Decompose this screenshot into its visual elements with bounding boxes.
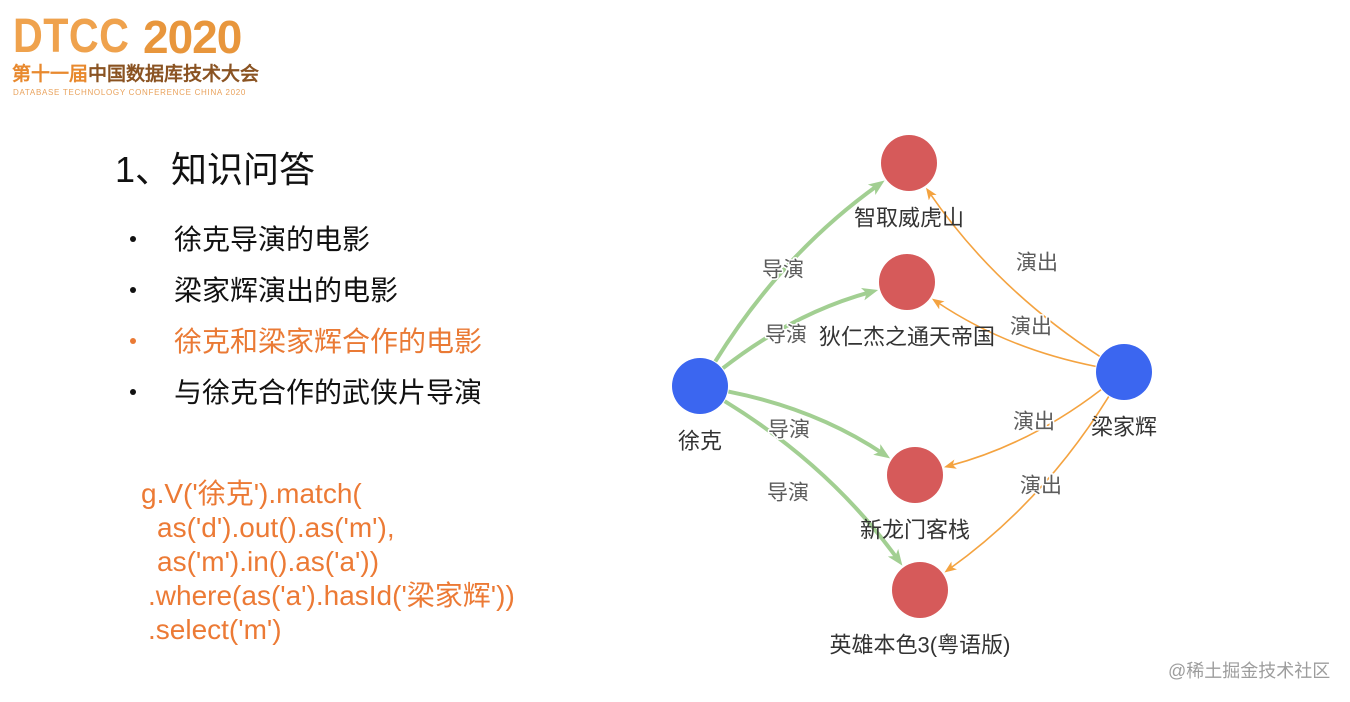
graph-node-circle [672, 358, 728, 414]
logo-year: 2020 [143, 11, 242, 63]
edge-label: 演出 [1013, 411, 1055, 434]
graph-node-circle [892, 562, 948, 618]
code-line: .select('m') [148, 614, 282, 645]
graph-edge [721, 288, 879, 370]
bullet-text: 徐克和梁家辉合作的电影 [174, 326, 483, 357]
logo-dtcc: DTCC [13, 10, 130, 63]
graph-node-label: 智取威虎山 [854, 206, 964, 231]
code-line: as('d').out().as('m'), [157, 512, 395, 543]
graph-edge [713, 180, 885, 363]
graph-edge [944, 396, 1110, 573]
code-line: as('m').in().as('a')) [157, 546, 380, 577]
graph-node: 徐克 [672, 358, 728, 454]
bullet-item: 徐克导演的电影 [130, 214, 482, 265]
edge-label: 导演 [765, 324, 807, 347]
slide-title: 1、知识问答 [115, 149, 316, 190]
edge-label: 演出 [1010, 316, 1052, 339]
graph-node: 梁家辉 [1091, 344, 1157, 440]
edge-label: 导演 [767, 482, 809, 505]
edge-label: 导演 [768, 419, 810, 442]
edge-label: 导演 [762, 259, 804, 282]
graph-node-label: 徐克 [678, 429, 722, 454]
bullet-item: 与徐克合作的武侠片导演 [130, 367, 483, 418]
bullet-dot [130, 236, 136, 242]
bullet-item: 梁家辉演出的电影 [130, 265, 482, 316]
code-line: g.V('徐克').match( [141, 478, 362, 509]
watermark: @稀土掘金技术社区 [1168, 661, 1331, 681]
graph-node-circle [887, 447, 943, 503]
graph-node: 狄仁杰之通天帝国 [819, 254, 995, 350]
bullet-dot [130, 389, 136, 395]
logo-tagline: DATABASE TECHNOLOGY CONFERENCE CHINA 202… [13, 88, 247, 97]
logo-edition: 第十一届 [12, 64, 89, 85]
graph-node-circle [879, 254, 935, 310]
graph-node-label: 英雄本色3(粤语版) [830, 633, 1011, 658]
graph-edge [728, 389, 891, 459]
bullet-list: 徐克导演的电影 梁家辉演出的电影 徐克和梁家辉合作的电影 与徐克合作的武侠片导演 [130, 214, 483, 418]
edge-label: 演出 [1016, 252, 1058, 275]
bullet-dot [130, 338, 136, 344]
graph-edge [723, 399, 903, 566]
bullet-text: 徐克导演的电影 [174, 224, 371, 255]
graph-node-label: 新龙门客栈 [860, 518, 970, 543]
graph-node: 英雄本色3(粤语版) [830, 562, 1011, 658]
edge-label: 演出 [1020, 475, 1062, 498]
logo-conference-name: 第十一届中国数据库技术大会 [12, 63, 259, 87]
graph-node-label: 梁家辉 [1091, 415, 1157, 440]
edge-layer [713, 180, 1110, 573]
bullet-item: 徐克和梁家辉合作的电影 [130, 316, 483, 367]
graph-edge [926, 187, 1101, 357]
graph-edge [944, 389, 1102, 469]
graph-node-label: 狄仁杰之通天帝国 [819, 325, 995, 350]
graph-node-circle [881, 135, 937, 191]
bullet-text: 梁家辉演出的电影 [174, 275, 399, 306]
logo-conference: 中国数据库技术大会 [88, 64, 260, 85]
graph-edge [931, 298, 1096, 368]
graph-node-circle [1096, 344, 1152, 400]
graph-node: 智取威虎山 [854, 135, 964, 231]
code-line: .where(as('a').hasId('梁家辉')) [148, 580, 515, 611]
bullet-dot [130, 287, 136, 293]
graph-node: 新龙门客栈 [860, 447, 970, 543]
bullet-text: 与徐克合作的武侠片导演 [174, 377, 483, 408]
